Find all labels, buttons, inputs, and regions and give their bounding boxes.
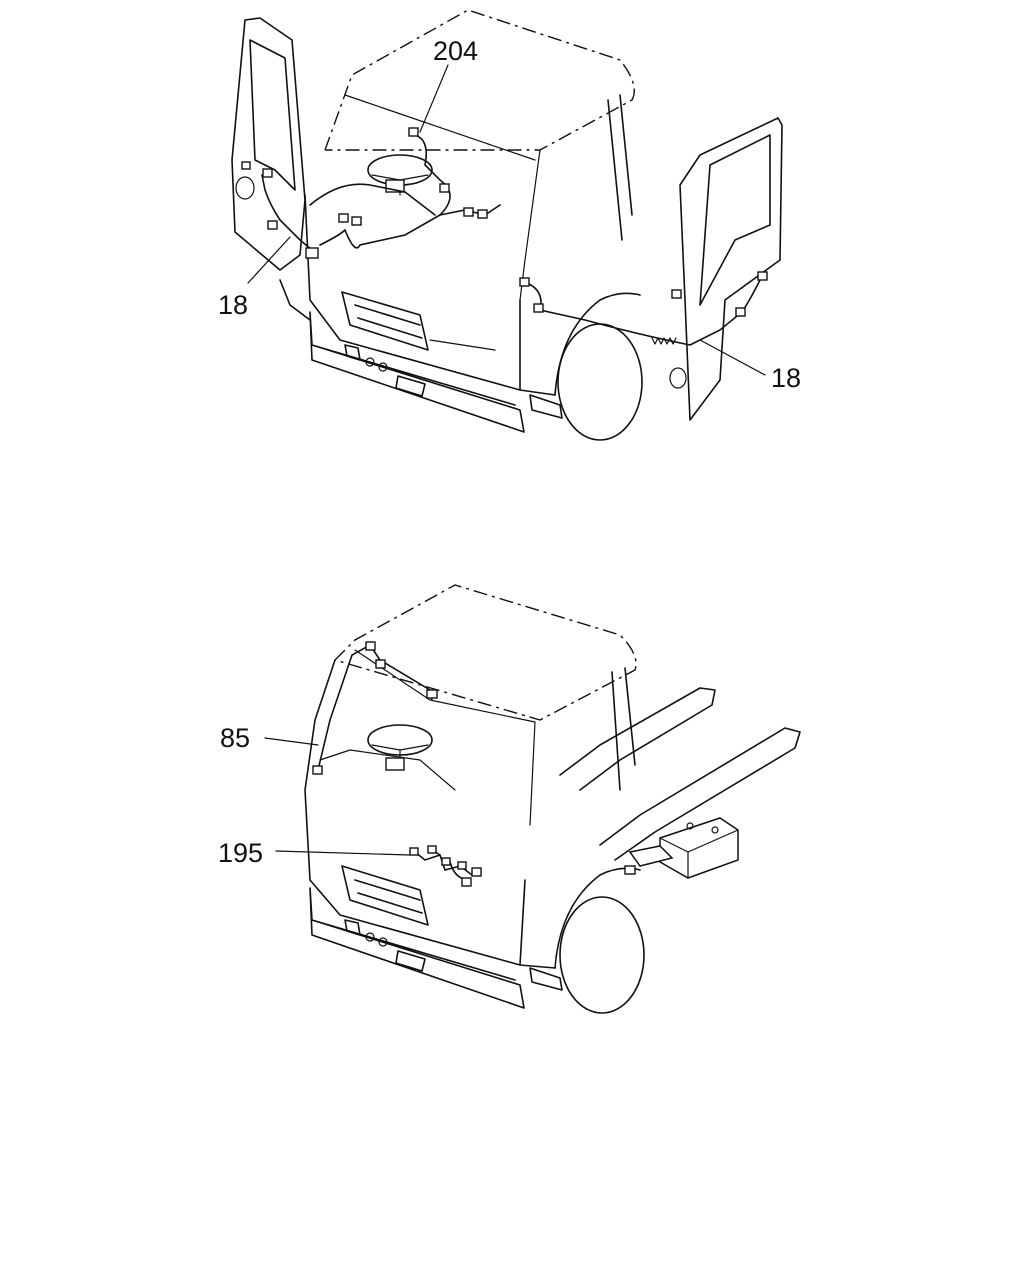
top-leader-204 [419,64,449,133]
top-grille [341,291,429,351]
callout-204: 204 [433,36,478,66]
top-connector [519,277,530,287]
top-wire-grommet [651,337,677,345]
top-cab-roof-outline [324,9,635,151]
top-cab-body [304,194,556,396]
top-fog-lamp-right [378,362,388,372]
bottom-connector [409,847,419,856]
bottom-cab-illustration [264,584,801,1014]
bottom-windshield-line [354,649,536,826]
top-left-door-window [249,39,296,191]
bottom-leader-195 [275,850,411,856]
bottom-connector [426,689,438,699]
bottom-battery-top [659,829,739,879]
bottom-connector [624,865,636,875]
bottom-connector [365,641,376,651]
top-cab-right-pillar [607,94,633,241]
top-grille-slot [429,339,496,351]
top-connector [408,127,419,137]
top-left-door-harness-wire [261,174,313,251]
top-front-tire [557,323,643,441]
bottom-connector [461,877,472,887]
top-connector [305,247,319,259]
top-connector [671,289,682,299]
bottom-wheel-arch [554,867,641,969]
bottom-cab-left-pillar [304,659,336,881]
bottom-fog-lamp-left [365,932,375,942]
callout-85: 85 [220,723,250,753]
top-connector [241,161,251,170]
top-cab-illustration [231,9,783,441]
top-dash-harness-wire [319,214,441,249]
top-right-door-window [699,134,771,306]
top-connector [262,168,273,178]
bottom-steering-column-switch [385,757,405,771]
top-connector [463,207,474,217]
bottom-chassis-rail-upper [559,687,716,791]
top-windshield-line [344,94,541,301]
top-connector [338,213,349,223]
top-connectors [241,127,768,317]
top-connector [757,271,768,281]
bottom-cab-right-pillar [611,667,636,791]
bottom-cab-roof-outline [334,584,637,721]
bottom-connector [312,765,323,775]
bottom-connector [441,857,451,866]
top-bumper [309,311,525,433]
top-left-fender [279,279,311,321]
bottom-battery-terminal [711,826,719,834]
bottom-battery-terminal [686,822,694,830]
callout-18-right: 18 [771,363,801,393]
top-fog-lamp-left [365,357,375,367]
bottom-leader-85 [264,737,319,746]
bottom-dash-line [319,749,456,791]
bottom-fog-lamp-right [378,937,388,947]
top-leader-18-left [247,236,291,284]
top-left-door-speaker [235,176,255,200]
bottom-bumper [309,887,525,1009]
top-connector [533,303,544,313]
bottom-step [529,967,563,991]
top-leader-18-right [699,339,766,376]
top-right-door-harness-wire [524,279,761,346]
bottom-front-tire [559,896,645,1014]
bottom-connector [375,659,386,669]
bottom-grille [341,865,429,926]
top-step [529,394,563,419]
bottom-battery-bracket [628,845,674,867]
top-connector [439,183,450,193]
callout-18-left: 18 [218,290,248,320]
bottom-connector [457,861,467,870]
bottom-battery [659,817,739,879]
bottom-headlamp [344,919,426,972]
top-steering-harness-wire [309,134,501,217]
top-headlamp [344,344,426,397]
top-left-door [231,17,306,271]
bottom-connector [427,845,437,854]
callout-195: 195 [218,838,263,868]
top-connector [351,216,362,226]
top-right-door-handle [669,367,687,389]
bottom-chassis-rail-lower [599,727,801,861]
top-right-door [679,117,783,421]
bottom-connector [471,867,482,877]
top-connector [477,209,488,219]
bottom-cab-body [309,879,556,969]
top-connector [267,220,278,230]
top-connector [735,307,746,317]
